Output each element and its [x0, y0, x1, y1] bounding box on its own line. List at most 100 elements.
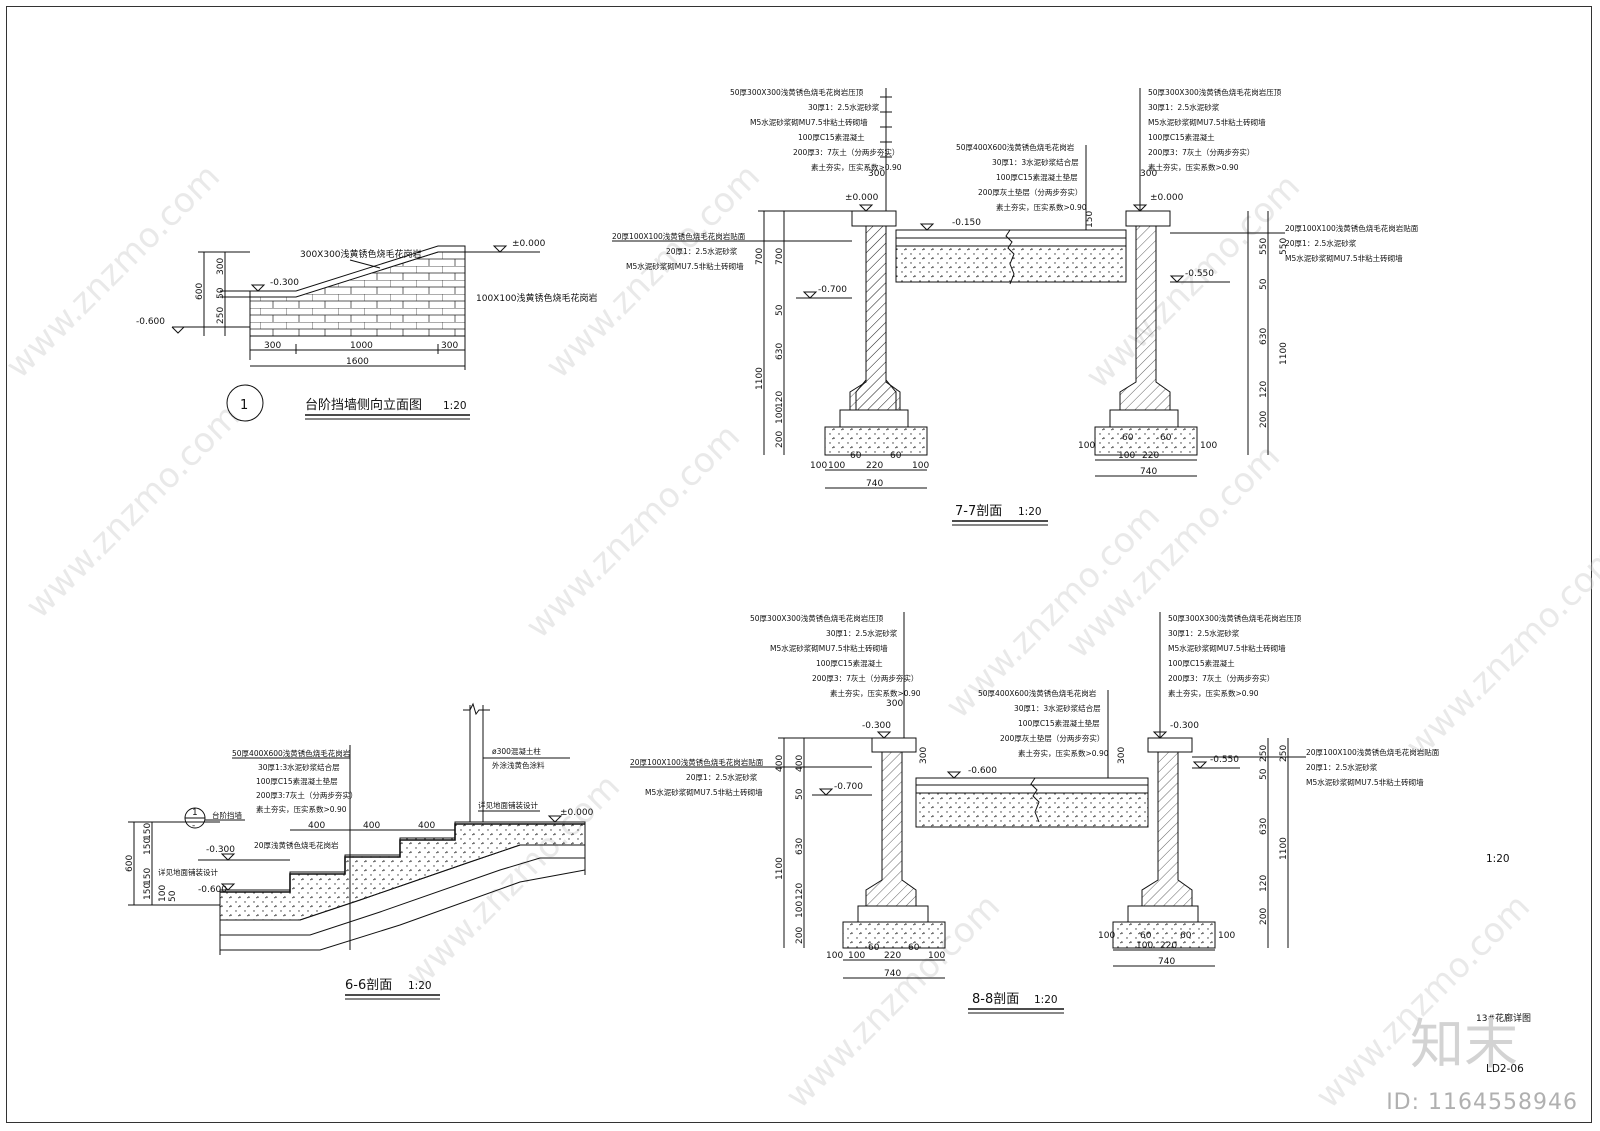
dim: 100 [912, 461, 929, 471]
view-title: 6-6剖面 [345, 978, 392, 993]
note: 100厚C15素混凝土 [1168, 658, 1235, 668]
view-title: 台阶挡墙侧向立面图 [305, 397, 422, 413]
dim: 600 [125, 855, 135, 872]
note: 200厚3：7灰土（分两步夯实） [812, 673, 918, 683]
elev-label: -0.600 [198, 885, 227, 895]
dim: 400 [775, 755, 785, 772]
dim: 100 [848, 951, 865, 961]
dim: 400 [308, 821, 325, 831]
dim: 200 [1259, 908, 1269, 925]
dim: 50 [216, 287, 226, 299]
dim: 100 [810, 461, 827, 471]
dim: 150 [143, 883, 153, 900]
dim: 50 [1259, 768, 1269, 780]
dim: 550 [1259, 238, 1269, 255]
watermark-text: www.znzmo.com [538, 156, 768, 386]
note: 详见地面铺装设计 [158, 867, 218, 877]
elev-label: -0.550 [1185, 269, 1214, 279]
dim: 100 [928, 951, 945, 961]
note: M5水泥砂浆砌MU7.5非粘土砖砌墙 [645, 787, 763, 797]
note: 50厚400X600浅黄锈色烧毛花岗岩 [232, 748, 351, 758]
note: 100X100浅黄锈色烧毛花岗岩 [476, 292, 598, 304]
dim: 1100 [1279, 837, 1289, 860]
dim: 400 [363, 821, 380, 831]
dim: 60 [868, 943, 880, 953]
dim: 600 [195, 283, 205, 300]
dim: 630 [775, 343, 785, 360]
dim: 1100 [775, 857, 785, 880]
note: 200厚3：7灰土（分两步夯实） [793, 147, 899, 157]
note: 100厚C15素混凝土 [1148, 132, 1215, 142]
note: 30厚1：2.5水泥砂浆 [826, 628, 898, 638]
dim: 120 [775, 391, 785, 408]
dim: 60 [1140, 931, 1152, 941]
note: M5水泥砂浆砌MU7.5非粘土砖砌墙 [1285, 253, 1403, 263]
dim: 60 [890, 451, 902, 461]
note: 100厚C15素混凝土 [798, 132, 865, 142]
note: 200厚3:7灰土（分两步夯实） [256, 790, 357, 800]
dim: 120 [1259, 875, 1269, 892]
dim: 100 [775, 407, 785, 424]
elev-label: -0.300 [1170, 721, 1199, 731]
dim: 200 [795, 927, 805, 944]
dim: 300 [1140, 169, 1157, 179]
note: 200厚灰土垫层（分两步夯实） [978, 187, 1082, 197]
view-title: 7-7剖面 [955, 504, 1002, 519]
note: 200厚3：7灰土（分两步夯实） [1168, 673, 1274, 683]
note: 30厚1：2.5水泥砂浆 [1168, 628, 1240, 638]
elev-label: -0.700 [834, 782, 863, 792]
note: 素土夯实，压实系数>0.90 [256, 804, 347, 814]
note: M5水泥砂浆砌MU7.5非粘土砖砌墙 [750, 117, 868, 127]
dim: 60 [1180, 931, 1192, 941]
note: 20厚100X100浅黄锈色烧毛花岗岩贴面 [1285, 223, 1419, 233]
note: 50厚400X600浅黄锈色烧毛花岗岩 [978, 688, 1097, 698]
view-section-7-7: ±0.000 -0.150 ±0.000 -0.700 -0.550 50厚30… [612, 87, 1419, 526]
dim: 200 [775, 431, 785, 448]
note: 200厚灰土垫层（分两步夯实） [1000, 733, 1104, 743]
note: M5水泥砂浆砌MU7.5非粘土砖砌墙 [1148, 117, 1266, 127]
dim: 60 [850, 451, 862, 461]
dim: 220 [1160, 941, 1177, 951]
dim: 150 [143, 868, 153, 885]
elev-label: -0.600 [968, 766, 997, 776]
dim: 100 [795, 901, 805, 918]
watermark-text: www.znzmo.com [518, 416, 748, 646]
sheet-note: 13#花廊详图 [1476, 1012, 1531, 1024]
dim: 1100 [1279, 342, 1289, 365]
note: 素土夯实，压实系数>0.90 [1018, 748, 1109, 758]
dim: 740 [884, 969, 901, 979]
dim: 740 [1140, 467, 1157, 477]
note: 30厚1：2.5水泥砂浆 [1148, 102, 1220, 112]
note: M5水泥砂浆砌MU7.5非粘土砖砌墙 [1168, 643, 1286, 653]
dim: 550 [1279, 238, 1289, 255]
dim: 200 [1259, 411, 1269, 428]
note: 素土夯实，压实系数>0.90 [996, 202, 1087, 212]
brand-logo-watermark: 知末 [1410, 1013, 1518, 1076]
note: 素土夯实，压实系数>0.90 [811, 162, 902, 172]
dim: 100 [1098, 931, 1115, 941]
dim: 630 [795, 838, 805, 855]
sheet-info: 1:20 13#花廊详图 LD2-06 [1476, 853, 1531, 1075]
dim: 300 [886, 699, 903, 709]
note: 素土夯实，压实系数>0.90 [1148, 162, 1239, 172]
detail-circle [226, 384, 264, 422]
note: 20厚100X100浅黄锈色烧毛花岗岩贴面 [1306, 747, 1440, 757]
scale-note: 1:20 [1486, 853, 1510, 865]
note: 100厚C15素混凝土垫层 [1018, 718, 1100, 728]
drawing-number: LD2-06 [1486, 1063, 1524, 1075]
note: 100厚C15素混凝土 [816, 658, 883, 668]
dim: 1100 [755, 367, 765, 390]
note: 30厚1:3水泥砂浆结合层 [258, 762, 340, 772]
view-title: 8-8剖面 [972, 992, 1019, 1007]
note: 20厚1：2.5水泥砂浆 [686, 772, 758, 782]
dim: 740 [1158, 957, 1175, 967]
watermark-text: www.znzmo.com [1398, 536, 1600, 766]
dim: 220 [866, 461, 883, 471]
dim: 1000 [350, 341, 373, 351]
view-section-8-8: -0.300 -0.600 -0.300 -0.700 -0.550 50厚30… [630, 612, 1440, 1014]
dim: 50 [168, 890, 178, 902]
view-scale: 1:20 [443, 400, 467, 412]
dim: 120 [795, 883, 805, 900]
dim: 400 [795, 755, 805, 772]
dim: 150 [143, 838, 153, 855]
